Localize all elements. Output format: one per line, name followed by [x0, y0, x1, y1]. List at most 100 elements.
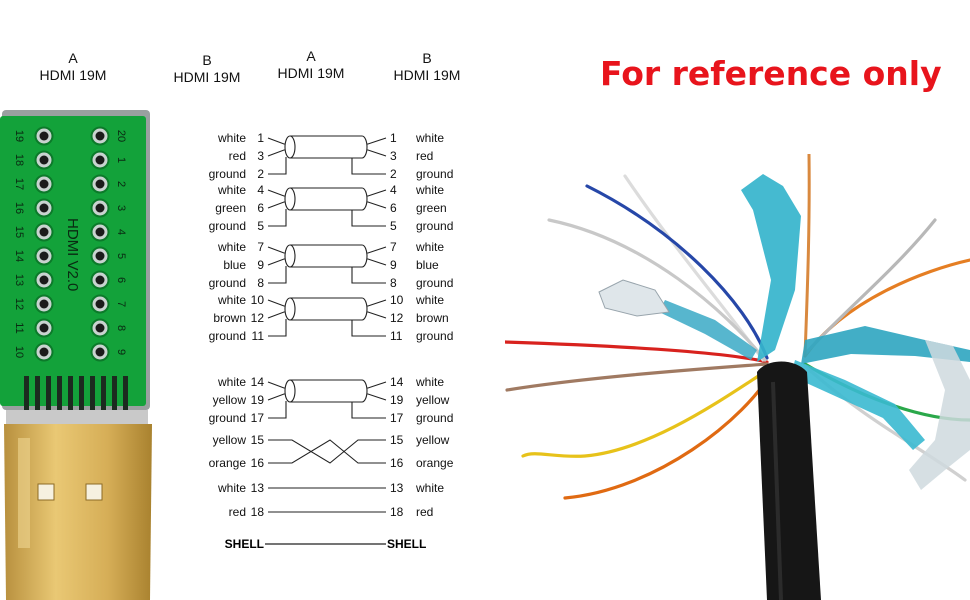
pin-right-number: 2: [390, 167, 397, 181]
pcb-top-number: 4: [115, 229, 127, 235]
pin-right-number: 6: [390, 201, 397, 215]
plug-highlight: [18, 438, 30, 548]
pcb-pad-hole: [95, 323, 105, 333]
pin-left-color-label: green: [215, 201, 246, 215]
crossover-right-number: 15: [390, 433, 404, 447]
pcb-pad-hole: [39, 299, 49, 309]
crossover-left-number: 16: [251, 456, 265, 470]
pin-left-color-label: ground: [209, 219, 246, 233]
pin-right-color-label: ground: [416, 219, 453, 233]
pin-right-color-label: yellow: [416, 393, 450, 407]
gold-hdmi-plug: [4, 424, 152, 600]
pcb-bottom-number: 15: [13, 226, 25, 238]
pin-left-color-label: blue: [223, 258, 246, 272]
pcb-pads: [34, 126, 110, 362]
crossover-left-color-label: yellow: [213, 433, 247, 447]
pin-right-color-label: brown: [416, 311, 449, 325]
foil-shield-lower: [791, 360, 925, 450]
pin-left-number: 1: [257, 131, 264, 145]
clear-insulation-right: [909, 340, 970, 490]
pcb-a-model: HDMI 19M: [39, 67, 107, 83]
clear-insulation: [598, 279, 670, 317]
pin-left-number: 14: [251, 375, 265, 389]
pcb-bottom-number: 12: [13, 298, 25, 310]
pin-left-number: 3: [257, 149, 264, 163]
shell-right-label: SHELL: [387, 537, 426, 551]
pin-right-number: 14: [390, 375, 404, 389]
pcb-top-number: 8: [115, 325, 127, 331]
straight-left-number: 13: [251, 481, 265, 495]
pcb-bottom-number: 18: [13, 154, 25, 166]
cable-wire: [563, 368, 775, 500]
pcb-contact-finger: [46, 376, 51, 410]
crossover-wire: [268, 439, 386, 464]
pcb-bottom-number: 11: [13, 322, 25, 333]
pin-right-number: 3: [390, 149, 397, 163]
pin-left-color-label: white: [217, 375, 246, 389]
pcb-contact-finger: [57, 376, 62, 410]
pcb-bottom-number: 19: [13, 130, 25, 142]
straight-left-number: 18: [251, 505, 265, 519]
cable-jacket: [757, 361, 821, 600]
ground-wire: [351, 320, 386, 337]
pcb-b-model: HDMI 19M: [173, 69, 241, 85]
pcb-contact-fingers: [24, 376, 128, 410]
straight-left-color-label: red: [229, 505, 246, 519]
pcb-top-number: 6: [115, 277, 127, 283]
pcb-pad-hole: [95, 155, 105, 165]
ground-wire: [268, 209, 287, 227]
pin-right-number: 9: [390, 258, 397, 272]
pin-right-color-label: ground: [416, 329, 453, 343]
pin-left-color-label: white: [217, 293, 246, 307]
shield-cylinder: [290, 135, 368, 159]
ground-wire: [268, 157, 287, 175]
pcb-pad-hole: [95, 179, 105, 189]
pin-right-number: 19: [390, 393, 404, 407]
pin-right-number: 1: [390, 131, 397, 145]
pin-left-color-label: yellow: [213, 393, 247, 407]
ground-wire: [268, 401, 287, 419]
pcb-pad-hole: [95, 227, 105, 237]
pin-right-number: 12: [390, 311, 404, 325]
ground-wire: [351, 158, 386, 175]
plug-window-left: [37, 483, 55, 501]
pin-right-number: 17: [390, 411, 404, 425]
pin-right-color-label: green: [416, 201, 447, 215]
crossover-left-number: 15: [251, 433, 265, 447]
pcb-a-header: A HDMI 19M: [28, 50, 118, 84]
pcb-top-number: 7: [115, 301, 127, 307]
pin-left-color-label: brown: [213, 311, 246, 325]
pcb-bottom-number: 14: [13, 250, 25, 262]
pin-right-color-label: ground: [416, 276, 453, 290]
pcb-pad-hole: [95, 131, 105, 141]
pin-left-number: 9: [257, 258, 264, 272]
pin-left-number: 2: [257, 167, 264, 181]
pin-left-color-label: white: [217, 131, 246, 145]
pin-right-color-label: white: [415, 131, 444, 145]
pcb-pad-hole: [39, 131, 49, 141]
pin-left-color-label: ground: [209, 329, 246, 343]
pcb-contact-finger: [35, 376, 40, 410]
shield-cylinder: [290, 187, 368, 211]
pin-left-number: 5: [257, 219, 264, 233]
crossover-left-color-label: orange: [209, 456, 247, 470]
diagram-a-letter: A: [306, 48, 316, 64]
pcb-a-letter: A: [68, 50, 78, 66]
cable-wires: [505, 153, 970, 500]
shield-cylinder-end: [284, 187, 296, 211]
shield-cylinder-end: [284, 379, 296, 403]
diagram-a-header: A HDMI 19M: [266, 48, 356, 82]
pcb-pad-hole: [39, 179, 49, 189]
pin-left-number: 8: [257, 276, 264, 290]
plug-collar: [6, 410, 148, 424]
foil-shield-top: [741, 174, 801, 362]
pcb-contact-finger: [68, 376, 73, 410]
foil-shield-right: [801, 326, 970, 364]
pin-right-number: 7: [390, 240, 397, 254]
